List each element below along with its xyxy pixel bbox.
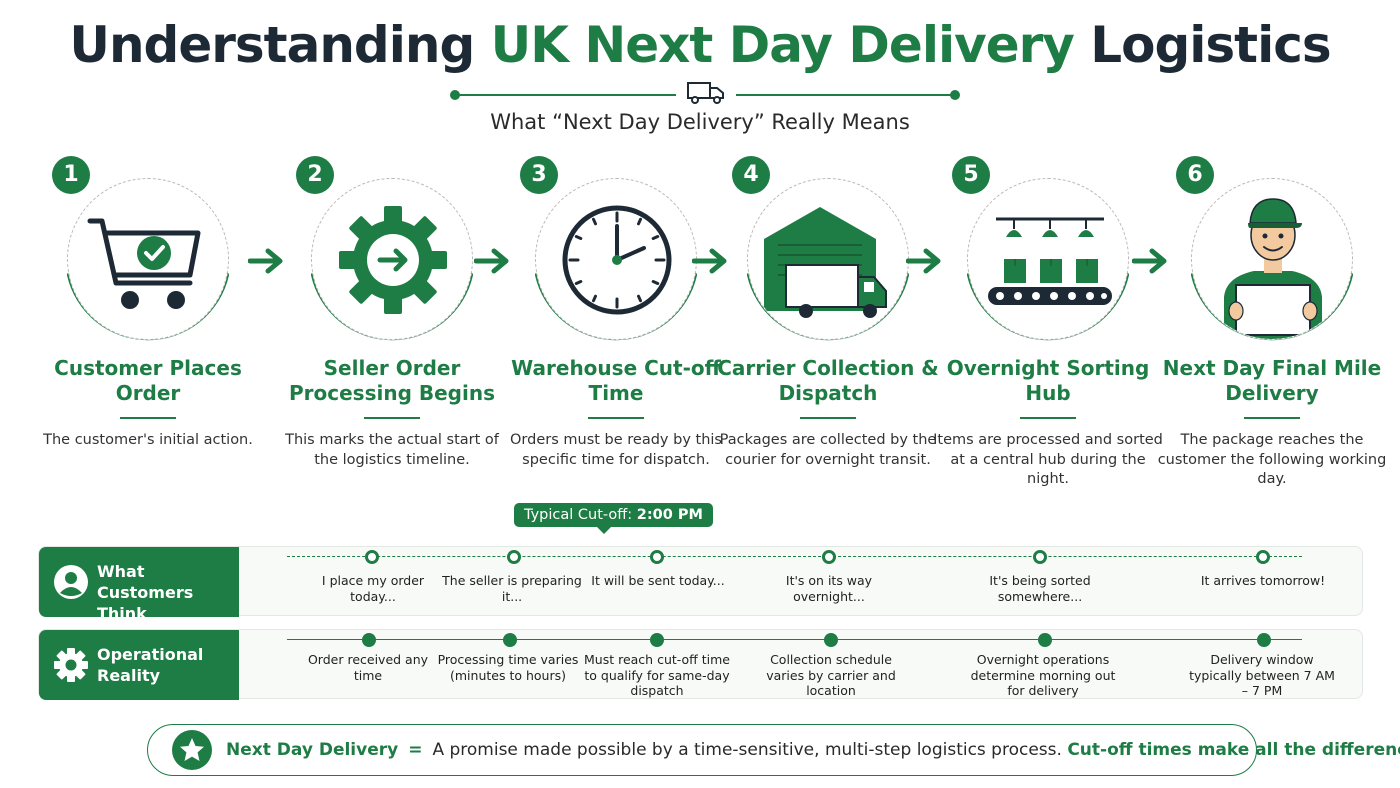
gear-icon bbox=[54, 648, 88, 682]
step-number-badge: 3 bbox=[520, 156, 558, 194]
summary-emphasis: Cut-off times make all the difference. bbox=[1067, 740, 1400, 760]
timeline-dot bbox=[365, 550, 379, 564]
step-description: Packages are collected by the courier fo… bbox=[719, 432, 937, 468]
timeline-line bbox=[287, 639, 1302, 640]
operational-reality-band: Operational Reality Order received any t… bbox=[38, 629, 1363, 700]
step-illustration bbox=[535, 178, 697, 340]
step-title-underline bbox=[588, 417, 644, 419]
shopping-cart-check-icon bbox=[87, 218, 201, 309]
gear-arrow-icon bbox=[339, 206, 447, 314]
step-title: Seller Order Processing Begins bbox=[289, 356, 495, 405]
subtitle: What “Next Day Delivery” Really Means bbox=[490, 110, 910, 134]
step-title-underline bbox=[120, 417, 176, 419]
timeline-dot bbox=[503, 633, 517, 647]
flow-arrow-icon bbox=[248, 248, 283, 274]
divider-dot-right bbox=[950, 90, 960, 100]
operational-fact: Must reach cut-off time to qualify for s… bbox=[584, 652, 730, 698]
page-title: Understanding UK Next Day Delivery Logis… bbox=[0, 16, 1400, 74]
summary-term: Next Day Delivery bbox=[226, 740, 399, 760]
operational-fact: Order received any time bbox=[307, 652, 429, 683]
operational-fact: Overnight operations determine morning o… bbox=[970, 652, 1116, 698]
step-illustration bbox=[747, 178, 909, 340]
title-divider bbox=[450, 78, 960, 110]
band-label-text: What Customers Think bbox=[97, 562, 194, 623]
cutoff-time-tag: Typical Cut-off: 2:00 PM bbox=[514, 503, 713, 527]
customer-thought: It will be sent today... bbox=[591, 573, 725, 588]
timeline-dot bbox=[1038, 633, 1052, 647]
flow-arrow-icon bbox=[692, 248, 727, 274]
step-description: The package reaches the customer the fol… bbox=[1157, 432, 1387, 487]
band-label-text: Operational Reality bbox=[97, 645, 204, 685]
flow-arrow-icon bbox=[474, 248, 509, 274]
cutoff-label: Typical Cut-off: bbox=[524, 507, 637, 523]
customer-thought: The seller is preparing it... bbox=[442, 573, 582, 604]
customer-thought: It's being sorted somewhere... bbox=[989, 573, 1091, 604]
summary-equals: = bbox=[408, 740, 423, 760]
step-title-underline bbox=[1244, 417, 1300, 419]
title-part-1: Understanding bbox=[69, 16, 491, 74]
cutoff-tag-pointer bbox=[597, 527, 611, 534]
step-number-badge: 4 bbox=[732, 156, 770, 194]
step-title: Overnight Sorting Hub bbox=[946, 356, 1150, 405]
step-number-badge: 6 bbox=[1176, 156, 1214, 194]
delivery-truck-icon bbox=[687, 82, 724, 104]
step-description: Orders must be ready by this specific ti… bbox=[510, 432, 722, 468]
timeline-dot bbox=[1256, 550, 1270, 564]
customer-thought: It arrives tomorrow! bbox=[1200, 573, 1326, 588]
step-illustration bbox=[67, 178, 229, 340]
divider-line-right bbox=[736, 94, 958, 96]
flow-arrow-icon bbox=[906, 248, 941, 274]
band-label: Operational Reality bbox=[39, 630, 239, 700]
timeline-dot bbox=[362, 633, 376, 647]
conveyor-belt-icon bbox=[988, 217, 1112, 305]
user-avatar-icon bbox=[54, 565, 88, 599]
operational-fact: Processing time varies (minutes to hours… bbox=[437, 652, 579, 683]
flow-arrow-icon bbox=[1132, 248, 1167, 274]
timeline-dot bbox=[507, 550, 521, 564]
warehouse-truck-icon bbox=[764, 207, 887, 318]
timeline-dot bbox=[822, 550, 836, 564]
star-badge-icon bbox=[172, 730, 212, 770]
step-number-badge: 2 bbox=[296, 156, 334, 194]
operational-fact: Collection schedule varies by carrier an… bbox=[766, 652, 896, 698]
step-title-underline bbox=[800, 417, 856, 419]
step-description: Items are processed and sorted at a cent… bbox=[933, 432, 1163, 487]
cutoff-time: 2:00 PM bbox=[636, 507, 703, 523]
summary-text: Next Day Delivery = A promise made possibl… bbox=[226, 725, 1400, 775]
title-accent: UK Next Day Delivery bbox=[490, 16, 1075, 74]
band-label: What Customers Think bbox=[39, 547, 239, 623]
step-illustration bbox=[967, 178, 1129, 340]
step-number-badge: 1 bbox=[52, 156, 90, 194]
step-description: The customer's initial action. bbox=[43, 432, 253, 448]
step-title: Next Day Final Mile Delivery bbox=[1162, 356, 1382, 405]
customer-thought: I place my order today... bbox=[321, 573, 425, 604]
timeline-dot bbox=[650, 550, 664, 564]
clock-icon bbox=[562, 205, 672, 315]
step-title: Carrier Collection & Dispatch bbox=[717, 356, 939, 405]
step-description: This marks the actual start of the logis… bbox=[285, 432, 499, 468]
timeline-line bbox=[287, 556, 1302, 557]
timeline-dot bbox=[824, 633, 838, 647]
step-illustration bbox=[311, 178, 473, 340]
courier-person-icon bbox=[1224, 198, 1322, 339]
timeline-dot bbox=[1257, 633, 1271, 647]
step-title-underline bbox=[1020, 417, 1076, 419]
operational-fact: Delivery window typically between 7 AM –… bbox=[1189, 652, 1335, 698]
step-illustration bbox=[1191, 178, 1353, 340]
summary-statement: A promise made possible by a time-sensit… bbox=[432, 740, 1062, 760]
title-part-2: Logistics bbox=[1073, 16, 1331, 74]
step-number-badge: 5 bbox=[952, 156, 990, 194]
customers-think-band: What Customers Think I place my order to… bbox=[38, 546, 1363, 623]
step-title-underline bbox=[364, 417, 420, 419]
divider-line-left bbox=[454, 94, 676, 96]
step-title: Customer Places Order bbox=[54, 356, 242, 405]
timeline-dot bbox=[650, 633, 664, 647]
timeline-dot bbox=[1033, 550, 1047, 564]
step-title: Warehouse Cut-off Time bbox=[511, 356, 721, 405]
customer-thought: It's on its way overnight... bbox=[785, 573, 873, 604]
summary-banner: Next Day Delivery = A promise made possibl… bbox=[147, 724, 1400, 776]
